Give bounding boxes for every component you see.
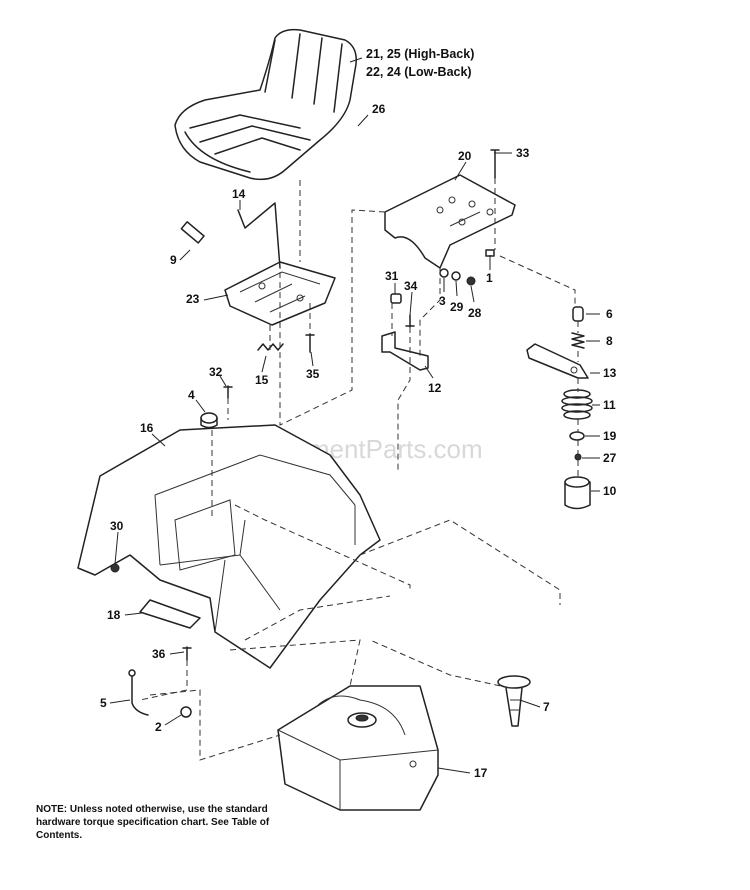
bolt-34 — [405, 314, 415, 328]
bolt-35 — [305, 333, 315, 353]
callout-30: 30 — [110, 519, 124, 533]
callout-28: 28 — [468, 306, 482, 320]
callout-seat-low-back: 22, 24 (Low-Back) — [366, 65, 472, 79]
callout-3: 3 — [439, 294, 446, 308]
callout-31: 31 — [385, 269, 399, 283]
callout-36: 36 — [152, 647, 166, 661]
assembly-lines — [139, 178, 579, 761]
callout-12: 12 — [428, 381, 442, 395]
callout-17: 17 — [474, 766, 488, 780]
fender — [77, 424, 381, 669]
callout-34: 34 — [404, 279, 418, 293]
fuel-tank — [277, 685, 439, 811]
callout-7: 7 — [543, 700, 550, 714]
callout-27: 27 — [603, 451, 617, 465]
callout-14: 14 — [232, 187, 246, 201]
callout-10: 10 — [603, 484, 617, 498]
callout-2: 2 — [155, 720, 162, 734]
bolt-33 — [490, 149, 500, 179]
pin-9 — [180, 221, 205, 244]
callout-seat-high-back: 21, 25 (High-Back) — [366, 47, 474, 61]
bolt-36 — [182, 646, 192, 661]
nut-31 — [390, 293, 402, 304]
lever-13 — [526, 343, 589, 379]
callout-4: 4 — [188, 388, 195, 402]
screw-32 — [223, 385, 233, 399]
seat-latch-rod — [237, 202, 281, 269]
callout-32: 32 — [209, 365, 223, 379]
callout-29: 29 — [450, 300, 464, 314]
callout-labels: 21, 25 (High-Back) 22, 24 (Low-Back) 26 … — [100, 47, 617, 780]
callout-20: 20 — [458, 149, 472, 163]
callout-6: 6 — [606, 307, 613, 321]
callout-5: 5 — [100, 696, 107, 710]
callout-15: 15 — [255, 373, 269, 387]
plug-30 — [110, 563, 120, 573]
callout-1: 1 — [486, 271, 493, 285]
washer-29 — [451, 271, 461, 281]
callout-23: 23 — [186, 292, 200, 306]
callout-8: 8 — [606, 334, 613, 348]
seat-bracket — [384, 174, 516, 269]
callout-13: 13 — [603, 366, 617, 380]
fuel-gauge-7 — [497, 675, 531, 727]
fuel-line-5 — [128, 669, 149, 716]
bushing-6 — [572, 306, 584, 322]
spring-11 — [561, 389, 593, 420]
callout-18: 18 — [107, 608, 121, 622]
callout-26: 26 — [372, 102, 386, 116]
bracket-18 — [139, 599, 201, 629]
callout-9: 9 — [170, 253, 177, 267]
callout-11: 11 — [603, 398, 616, 412]
nut-27 — [574, 453, 582, 461]
nut-28 — [466, 276, 476, 286]
callout-16: 16 — [140, 421, 154, 435]
seat — [174, 28, 357, 181]
callout-35: 35 — [306, 367, 320, 381]
bracket-12 — [381, 331, 429, 371]
clip-2 — [180, 706, 192, 718]
knob-4 — [200, 412, 218, 429]
callout-19: 19 — [603, 429, 617, 443]
torque-note: NOTE: Unless noted otherwise, use the st… — [36, 804, 270, 841]
spring-8 — [571, 332, 585, 349]
bumper-10 — [564, 476, 591, 510]
washer-19 — [569, 431, 585, 441]
washer-3 — [439, 268, 449, 278]
callout-33: 33 — [516, 146, 530, 160]
leader-lines — [109, 57, 600, 774]
